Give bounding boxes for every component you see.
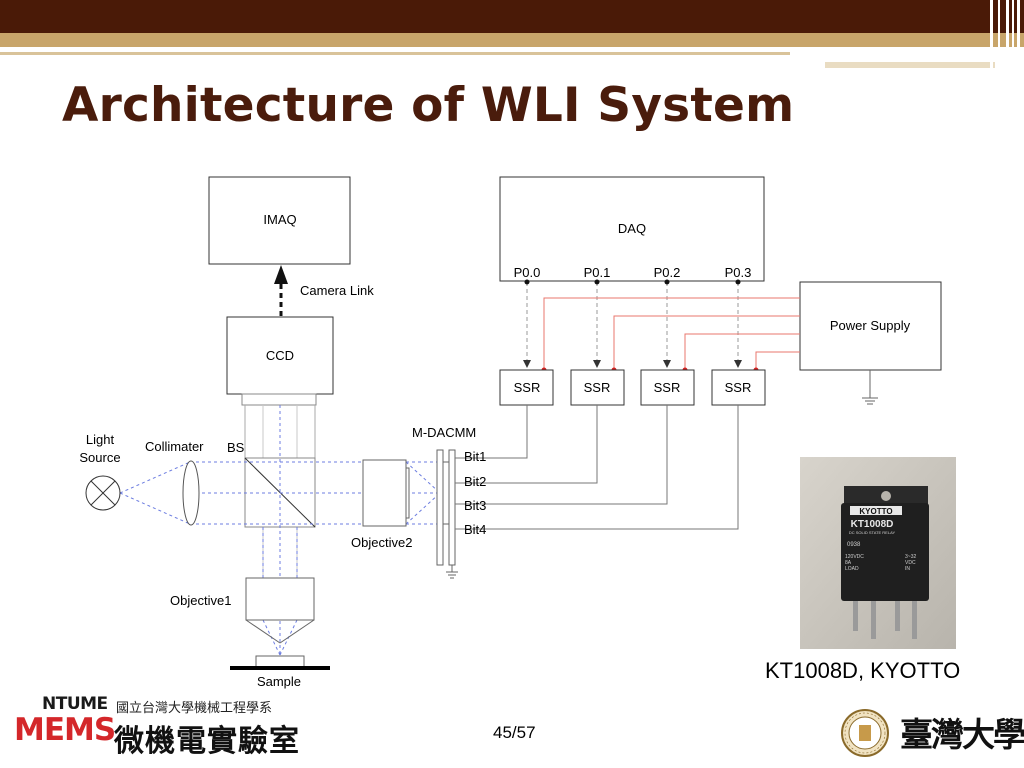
bit-label-4: Bit4: [464, 522, 486, 537]
ccd-label: CCD: [266, 348, 294, 363]
relay-illustration: KYOTTO KT1008D DC SOLID STATE RELAY 0938…: [800, 457, 956, 649]
port-label-2: P0.2: [654, 265, 681, 280]
relay-brand: KYOTTO: [859, 507, 892, 516]
photo-caption: KT1008D, KYOTTO: [765, 658, 961, 683]
port-dots: [524, 279, 741, 285]
objective1-label: Objective1: [170, 593, 231, 608]
port-label-3: P0.3: [725, 265, 752, 280]
relay-left-spec-2: 8A: [845, 560, 852, 566]
daq-box: DAQ P0.0 P0.1 P0.2 P0.3: [499, 176, 765, 282]
relay-left-spec-3: LOAD: [845, 566, 859, 572]
university-seal-icon: [841, 709, 889, 757]
department-name: 國立台灣大學機械工程學系: [116, 700, 273, 715]
collimator-lens: [182, 460, 200, 526]
ssr-label-4: SSR: [725, 380, 752, 395]
ntume-mems-logo: NTUME MEMS: [12, 694, 116, 756]
m-dacmm-mirror: [436, 449, 458, 579]
m-dacmm-label: M-DACMM: [412, 425, 476, 440]
ssr-box-1: SSR: [499, 369, 554, 406]
bit-label-3: Bit3: [464, 498, 486, 513]
relay-right-spec-2: VDC: [905, 560, 916, 566]
power-wires: [543, 297, 800, 370]
light-source-label-1: Light: [86, 432, 115, 447]
power-supply-label: Power Supply: [830, 318, 911, 333]
relay-right-spec-1: 3~32: [905, 554, 916, 560]
bit-label-1: Bit1: [464, 449, 486, 464]
logo-text-mems: MEMS: [14, 712, 116, 748]
top-decorative-bar: [0, 0, 1024, 68]
bit-label-2: Bit2: [464, 474, 486, 489]
light-source-label-2: Source: [79, 450, 120, 465]
daq-label: DAQ: [618, 221, 646, 236]
collimater-label: Collimater: [145, 439, 204, 454]
relay-subtitle: DC SOLID STATE RELAY: [849, 530, 896, 535]
relay-photo: KYOTTO KT1008D DC SOLID STATE RELAY 0938…: [800, 457, 956, 649]
slide-title: Architecture of WLI System: [62, 78, 795, 133]
port-label-0: P0.0: [514, 265, 541, 280]
relay-code: 0938: [847, 542, 861, 548]
camera-link-arrow: [274, 265, 288, 316]
university-name: 臺灣大學: [900, 715, 1024, 754]
relay-model: KT1008D: [851, 519, 894, 530]
ssr-box-4: SSR: [711, 369, 766, 406]
daq-signal-lines: [526, 282, 739, 362]
objective2: [362, 459, 410, 527]
light-source: [85, 475, 121, 511]
light-beam: [119, 405, 441, 656]
port-label-1: P0.1: [584, 265, 611, 280]
ssr-label-3: SSR: [654, 380, 681, 395]
lab-name: 微機電實驗室: [114, 725, 300, 758]
ssr-label-2: SSR: [584, 380, 611, 395]
imaq-box: IMAQ: [208, 176, 351, 265]
ssr-box-2: SSR: [570, 369, 625, 406]
ssr-label-1: SSR: [514, 380, 541, 395]
relay-right-spec-3: IN: [905, 566, 910, 572]
objective1: [245, 577, 315, 644]
imaq-label: IMAQ: [263, 212, 296, 227]
power-supply-box: Power Supply: [799, 281, 942, 405]
ssr-box-3: SSR: [640, 369, 695, 406]
logo-text-ntume: NTUME: [42, 694, 108, 714]
daq-signal-arrowheads: [523, 360, 742, 368]
page-number: 45/57: [493, 723, 536, 742]
ccd-box: CCD: [226, 316, 334, 406]
sample-label: Sample: [257, 674, 301, 689]
relay-left-spec-1: 120VDC: [845, 554, 864, 560]
camera-link-label: Camera Link: [300, 283, 374, 298]
bs-label: BS: [227, 440, 245, 455]
sample-stage: [230, 655, 330, 670]
bit-lines: [455, 405, 739, 530]
objective2-label: Objective2: [351, 535, 412, 550]
